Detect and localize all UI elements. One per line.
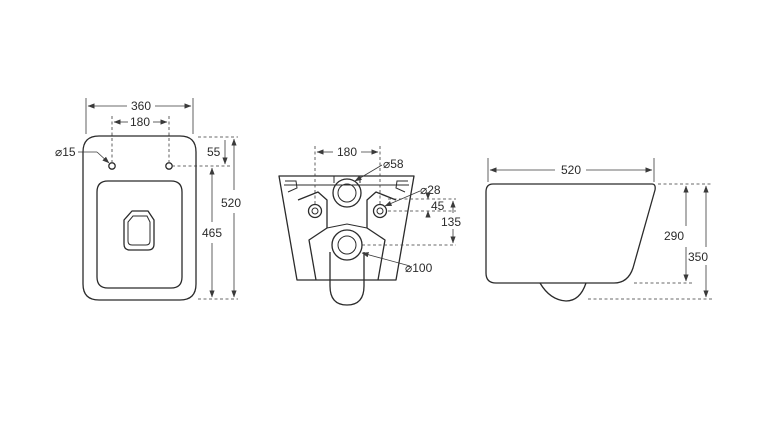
back-view-spigot xyxy=(329,252,365,306)
front-view-outline xyxy=(82,135,197,301)
front-view-drain-inner xyxy=(127,215,151,246)
dim-front-length-to-holes: 465 xyxy=(202,226,222,240)
back-view-bolt-right xyxy=(372,203,388,219)
dim-front-width: 360 xyxy=(131,99,151,113)
dim-back-bolt-diameter: ⌀28 xyxy=(420,183,441,197)
dim-back-inlet-diameter: ⌀58 xyxy=(383,157,404,171)
dim-front-length: 520 xyxy=(221,196,241,210)
front-view: 360 180 ⌀15 55 520 465 xyxy=(55,98,241,301)
back-view-inlet xyxy=(332,178,362,208)
back-view: 180 ⌀58 ⌀28 45 135 ⌀100 xyxy=(278,145,461,306)
dim-side-overall-height: 350 xyxy=(688,250,708,264)
back-view-inner-frame xyxy=(297,191,328,281)
dim-front-hole-offset: 55 xyxy=(207,145,221,159)
front-view-fixing-hole-left xyxy=(108,162,116,170)
back-view-outlet xyxy=(331,229,363,261)
dim-side-length: 520 xyxy=(561,163,581,177)
side-view-spigot xyxy=(539,282,587,302)
back-view-bolt-left xyxy=(307,203,323,219)
side-view: 520 290 350 xyxy=(485,158,712,302)
dim-back-outlet-diameter: ⌀100 xyxy=(405,261,433,275)
side-view-outline xyxy=(485,183,656,284)
dim-front-hole-spacing: 180 xyxy=(130,115,150,129)
dim-side-body-height: 290 xyxy=(664,229,684,243)
dim-back-bolt-offset: 45 xyxy=(431,199,445,213)
front-view-bowl xyxy=(96,180,183,289)
front-view-fixing-hole-right xyxy=(165,162,173,170)
dim-back-outlet-offset: 135 xyxy=(441,215,461,229)
dim-front-hole-diameter: ⌀15 xyxy=(55,145,76,159)
front-view-drain xyxy=(123,210,155,251)
dim-back-bolt-spacing: 180 xyxy=(337,145,357,159)
back-view-outline xyxy=(278,175,415,281)
